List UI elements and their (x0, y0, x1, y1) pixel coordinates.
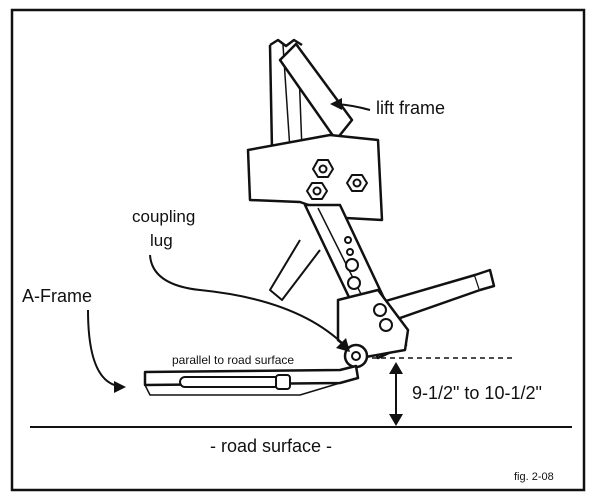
lift-frame-drawing (246, 38, 496, 369)
lift-frame-label: lift frame (376, 98, 445, 118)
lug-label: lug (150, 231, 173, 250)
a-frame-drawing (143, 364, 360, 396)
height-label: 9-1/2" to 10-1/2" (412, 383, 542, 403)
figure-number: fig. 2-08 (514, 471, 554, 483)
callout-arrows (87, 98, 371, 393)
coupling-label: coupling (132, 207, 195, 226)
parallel-label: parallel to road surface (172, 353, 294, 367)
height-dimension (389, 362, 403, 426)
a-frame-label: A-Frame (22, 286, 92, 306)
figure-border (10, 8, 586, 492)
road-surface-label: - road surface - (210, 436, 332, 456)
